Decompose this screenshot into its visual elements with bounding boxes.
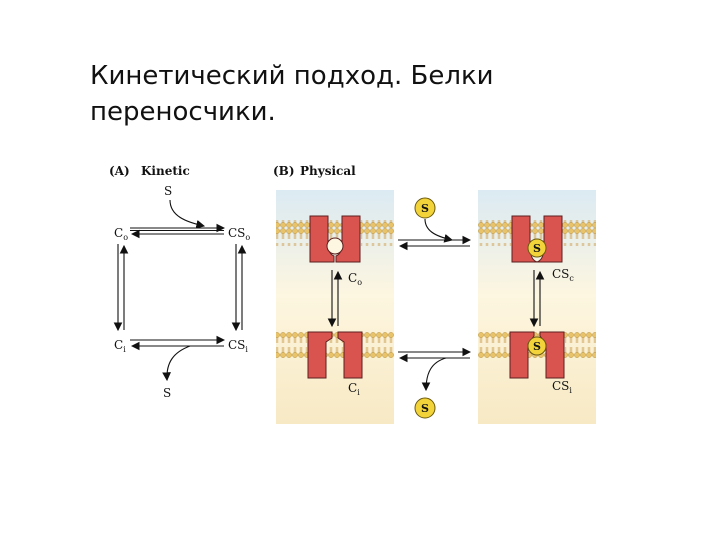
panel-a-label: Kinetic: [141, 164, 190, 178]
slide-title: Кинетический подход. Белки переносчики.: [90, 58, 650, 130]
state-c-o-kinetic: Co: [114, 226, 128, 242]
membrane-bottom-left: [276, 332, 394, 358]
substrate-binding-arrow: [170, 200, 204, 226]
svg-text:S: S: [533, 242, 541, 255]
state-c-i-kinetic: Ci: [114, 338, 126, 354]
physical-binding-arrow: [425, 219, 452, 240]
substrate-bound-bottom: S: [528, 337, 546, 355]
svg-text:S: S: [421, 202, 429, 215]
panel-a: (A) Kinetic Co CSo Ci CSi S S: [109, 164, 250, 400]
physical-arrows-bottom: [398, 352, 470, 358]
transport-diagram: (A) Kinetic Co CSo Ci CSi S S: [100, 150, 610, 430]
svg-text:S: S: [421, 402, 429, 415]
substrate-free-bottom: S: [415, 398, 435, 418]
substrate-bound-top: S: [528, 239, 546, 257]
equilibrium-arrows-bottom: [130, 340, 224, 346]
equilibrium-arrows-right: [236, 244, 242, 330]
panel-a-tag: (A): [109, 164, 130, 178]
state-cs-o-kinetic: CSo: [228, 226, 250, 242]
physical-arrows-top: [398, 240, 470, 246]
substrate-out-label: S: [163, 386, 171, 400]
svg-text:S: S: [533, 340, 541, 353]
substrate-in-label: S: [164, 184, 172, 198]
panel-b: (B) Physical S: [273, 164, 596, 424]
equilibrium-arrows-left: [118, 244, 124, 330]
state-cs-i-kinetic: CSi: [228, 338, 248, 354]
state-cs-i-physical: CSi: [552, 379, 572, 395]
panel-b-label: Physical: [300, 164, 356, 178]
panel-b-tag: (B): [273, 164, 295, 178]
substrate-release-arrow: [167, 346, 190, 380]
substrate-free-top: S: [415, 198, 435, 218]
physical-release-arrow: [426, 358, 446, 390]
equilibrium-arrows-top: [130, 228, 224, 234]
